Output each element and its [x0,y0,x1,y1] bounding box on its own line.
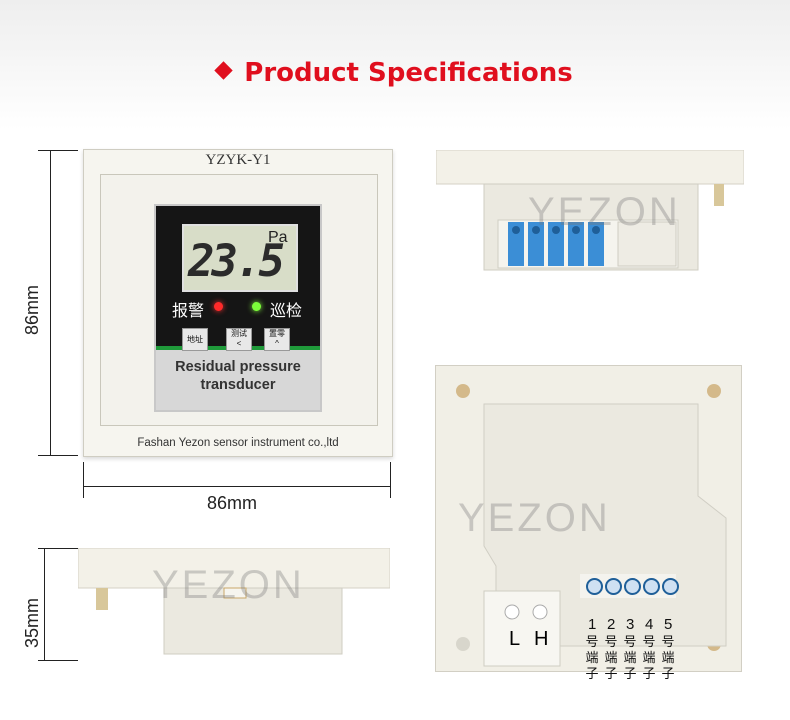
screw-icon [624,578,641,595]
description-line1: Residual pressure [175,359,301,375]
terminal-number: 3 [626,616,635,633]
button-bottom-label: < [236,339,242,348]
depth-dimension: 35mm [22,597,42,648]
terminal-caption: 号端子 [660,634,676,682]
terminal-number: 4 [645,616,654,633]
page-title: Product Specifications [0,58,790,88]
dimension-tick [38,660,78,661]
company-name: Fashan Yezon sensor instrument co.,ltd [137,437,339,449]
title-text: Product Specifications [244,58,573,88]
screw-icon [643,578,660,595]
width-dimension: 86mm [207,493,258,513]
model-label: YZYK-Y1 [205,152,271,168]
dimension-tick [38,548,78,549]
alarm-led-icon [214,302,223,311]
side-view-illustration [78,548,390,655]
watermark: YEZON [528,190,681,234]
back-panel: YEZON L H 1 号端子 2 号端子 3 号端子 4 号端子 5 号端子 [435,365,742,681]
button-top-label: 置零 [269,329,285,338]
display-value: 23.5 [188,236,285,287]
caption-char: 端 [642,650,656,665]
terminal-caption: 号端子 [603,634,619,682]
button-bottom-label: 地址 [187,335,203,344]
terminal-caption: 号端子 [641,634,657,682]
terminal-caption: 号端子 [622,634,638,682]
caption-char: 号 [642,634,656,649]
dimension-tick [390,462,391,498]
terminal-number: 5 [664,616,673,633]
dimension-tick [38,150,78,151]
caption-char: 号 [661,634,675,649]
caption-char: 子 [642,666,656,681]
product-description: Residual pressure transducer [156,358,320,394]
lcd-display: 23.5 Pa [182,224,298,292]
caption-char: 端 [661,650,675,665]
caption-char: 端 [623,650,637,665]
display-unit: Pa [268,229,288,246]
test-button[interactable]: 测试 < [226,328,252,351]
neutral-terminal-label: H [534,628,549,650]
label-area: Residual pressure transducer [156,350,320,410]
dimension-line [50,150,51,455]
terminal-block-icon [508,222,604,266]
terminal-caption: 号端子 [584,634,600,682]
dimension-tick [38,455,78,456]
caption-char: 子 [585,666,599,681]
header-background [0,0,790,130]
terminal-number: 2 [607,616,616,633]
front-panel: YZYK-Y1 23.5 Pa 报警 巡检 Residual pressure … [83,149,393,457]
inspect-label: 巡检 [270,303,303,320]
top-view-illustration [436,150,744,271]
dimension-line [83,486,390,487]
caption-char: 端 [585,650,599,665]
caption-char: 端 [604,650,618,665]
caption-char: 号 [623,634,637,649]
description-line2: transducer [200,377,276,393]
button-top-label: 测试 [231,329,247,338]
screw-icon [586,578,603,595]
caption-char: 子 [623,666,637,681]
screw-icon [662,578,679,595]
caption-char: 号 [585,634,599,649]
screw-icon [605,578,622,595]
live-terminal-label: L [509,628,521,650]
watermark: YEZON [458,496,611,540]
watermark: YEZON [152,563,305,607]
address-button[interactable]: 地址 [182,328,208,351]
dimension-tick [83,462,84,498]
height-dimension: 86mm [22,284,42,335]
button-bottom-label: ^ [275,339,279,348]
terminal-number: 1 [588,616,597,633]
caption-char: 子 [604,666,618,681]
alarm-label: 报警 [172,303,205,320]
inspect-led-icon [252,302,261,311]
zero-button[interactable]: 置零 ^ [264,328,290,351]
caption-char: 号 [604,634,618,649]
diamond-icon [214,61,233,80]
caption-char: 子 [661,666,675,681]
dimension-line [44,548,45,660]
device-face: 23.5 Pa 报警 巡检 Residual pressure transduc… [154,204,322,412]
